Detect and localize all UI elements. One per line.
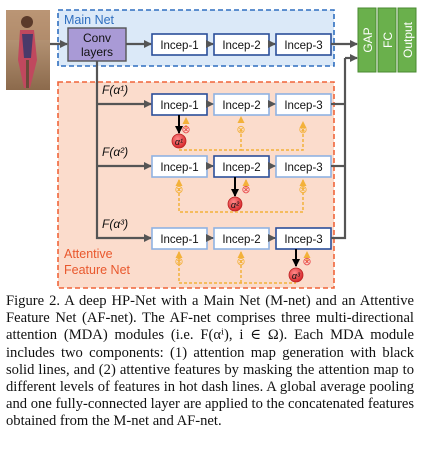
- mda-module-3: Incep-1 Incep-2 Incep-3 ⊗ ⊗ ⊗ α³: [151, 227, 332, 284]
- mda2-incep-3-label: Incep-3: [284, 162, 322, 174]
- mda3-alpha-label: α³: [292, 271, 301, 281]
- fc-box: [377, 7, 397, 73]
- mda2-mask-3: ⊗: [298, 184, 307, 196]
- mda1-attention-map: [171, 133, 187, 149]
- input-pedestrian-image: [6, 10, 50, 90]
- mda1-mask-3: ⊗: [298, 124, 307, 136]
- mda2-attention-map: [227, 196, 243, 212]
- mda1-mask-2: ⊗: [236, 124, 245, 136]
- mda3-incep-1-label: Incep-1: [160, 234, 198, 246]
- mda2-mask-2: ⊗: [241, 184, 250, 196]
- output-label: Output: [401, 21, 415, 58]
- mda2-incep-2-label: Incep-2: [222, 162, 260, 174]
- conv-layers-box: [67, 27, 127, 62]
- attentive-label-line2: Feature Net: [64, 263, 131, 277]
- mda2-incep-1-label: Incep-1: [160, 162, 198, 174]
- mda-label-2: F(α²): [102, 145, 128, 159]
- conv-label-line2: layers: [81, 45, 113, 59]
- attentive-label-line1: Attentive: [64, 247, 113, 261]
- mda1-incep-1-label: Incep-1: [160, 100, 198, 112]
- gap-label: GAP: [361, 27, 375, 52]
- mda-module-1: Incep-1 Incep-2 Incep-3 ⊗ ⊗ ⊗ α¹: [151, 93, 332, 151]
- mda1-mask-1: ⊗: [181, 124, 190, 136]
- mda1-alpha-label: α¹: [175, 137, 183, 147]
- mda1-incep-3-label: Incep-3: [284, 100, 322, 112]
- mda2-alpha-label: α²: [231, 200, 240, 210]
- mda3-mask-3: ⊗: [302, 256, 311, 268]
- mda3-mask-2: ⊗: [236, 256, 245, 268]
- mda-label-3: F(α³): [102, 217, 128, 231]
- mda3-incep-3-label: Incep-3: [284, 234, 322, 246]
- mda-label-1: F(α¹): [102, 83, 128, 97]
- mda3-incep-2-label: Incep-2: [222, 234, 260, 246]
- conv-label-line1: Conv: [83, 31, 111, 45]
- main-incep-2-label: Incep-2: [222, 40, 260, 52]
- mda3-attention-map: [288, 267, 304, 283]
- mda-module-2: Incep-1 Incep-2 Incep-3 ⊗ ⊗ ⊗ α²: [151, 155, 332, 213]
- attentive-feature-net-region: [57, 81, 335, 289]
- figure-caption: Figure 2. A deep HP-Net with a Main Net …: [6, 293, 415, 430]
- conv-trunk-line: [95, 61, 152, 242]
- fc-label: FC: [381, 32, 395, 48]
- hp-net-diagram: Main Net Attentive Feature Net Conv laye…: [6, 7, 417, 289]
- main-incep-3-label: Incep-3: [284, 40, 322, 52]
- mda3-mask-1: ⊗: [174, 256, 183, 268]
- mda2-mask-1: ⊗: [174, 184, 183, 196]
- main-incep-1-label: Incep-1: [160, 40, 198, 52]
- mda1-incep-2-label: Incep-2: [222, 100, 260, 112]
- output-box: [397, 7, 417, 73]
- main-net-label: Main Net: [64, 13, 115, 27]
- gap-box: [357, 7, 377, 73]
- af-net-collector-line: [331, 58, 347, 240]
